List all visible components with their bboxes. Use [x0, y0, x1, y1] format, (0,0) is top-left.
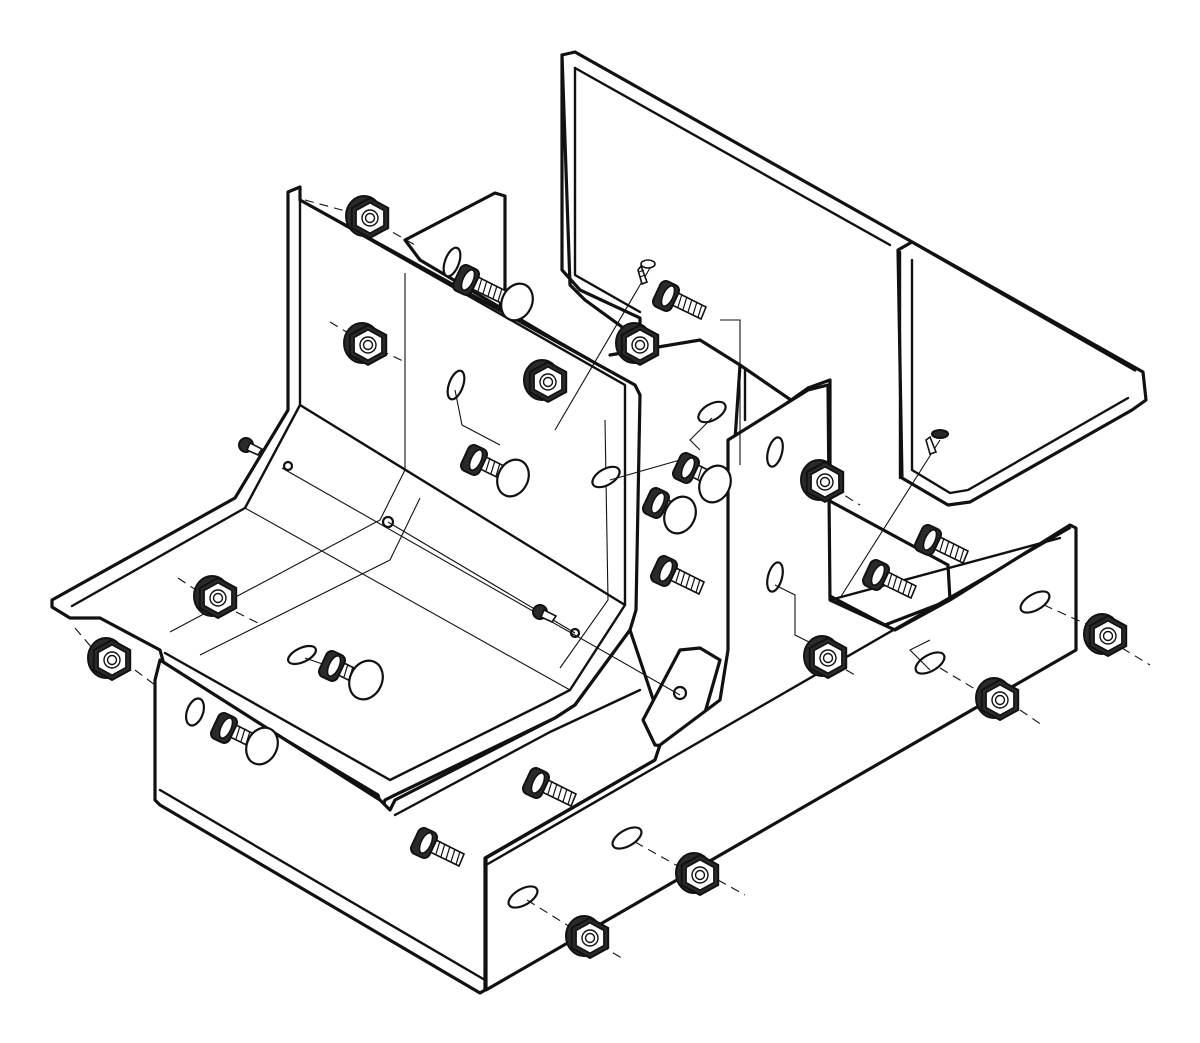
- slot-holes: [184, 246, 1051, 909]
- hex-flange-nut-icon: [803, 635, 848, 680]
- small-screws: [238, 259, 949, 624]
- carriage-bolt-icon: [409, 827, 466, 868]
- bolt-dome: [496, 458, 530, 498]
- bolt-dome: [663, 495, 697, 535]
- hex-flange-nut-icon: [523, 359, 568, 404]
- slot-hole: [611, 826, 643, 850]
- small-screw-icon: [925, 429, 949, 456]
- slot-hole: [442, 246, 462, 278]
- hex-flange-nut-icon: [800, 459, 845, 504]
- small-screw-icon: [532, 604, 558, 624]
- hex-flange-nut-icon: [975, 677, 1020, 722]
- hex-flange-nut-icon: [87, 637, 132, 682]
- round-hole: [282, 460, 294, 472]
- hex-flange-nut-icon: [615, 322, 660, 367]
- slot-hole: [766, 561, 784, 593]
- flange-nuts: [87, 195, 1128, 960]
- bolt-domes: [245, 282, 732, 766]
- slot-hole: [507, 885, 539, 909]
- slot-hole: [766, 436, 784, 468]
- slot-hole: [914, 651, 946, 675]
- bolt-dome: [500, 282, 534, 322]
- hex-flange-nut-icon: [1083, 613, 1128, 658]
- small-screw-icon: [637, 259, 656, 286]
- slot-hole: [697, 400, 727, 424]
- slot-hole: [1019, 590, 1051, 614]
- hex-flange-nut-icon: [343, 322, 388, 367]
- hex-flange-nut-icon: [565, 915, 610, 960]
- carriage-bolt-icon: [651, 280, 708, 321]
- slot-hole: [446, 369, 466, 401]
- corner-tray-inner: [50, 185, 642, 812]
- hex-flange-nut-icon: [193, 575, 238, 620]
- bolt-dome: [245, 726, 279, 766]
- carriage-bolt-icon: [649, 555, 706, 596]
- small-screw-icon: [238, 437, 264, 457]
- hex-flange-nut-icon: [345, 195, 390, 240]
- carriage-bolt-icon: [913, 524, 970, 565]
- slot-hole: [591, 465, 621, 489]
- slot-hole: [286, 644, 318, 666]
- slot-hole: [184, 697, 206, 727]
- bolt-dome: [698, 464, 732, 504]
- carriage-bolt-icon: [861, 559, 918, 600]
- bolt-dome: [348, 659, 384, 701]
- hex-flange-nut-icon: [675, 852, 720, 897]
- cover-plate: [560, 50, 1148, 507]
- carriage-bolt-icon: [521, 767, 578, 808]
